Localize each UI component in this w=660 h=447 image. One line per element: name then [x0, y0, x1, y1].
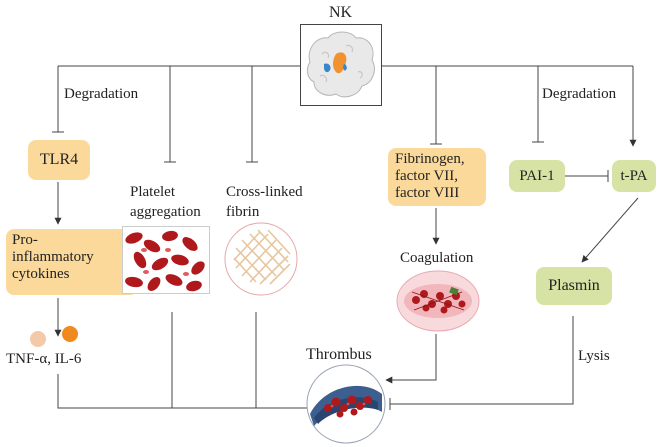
platelet-aggregation-icon [122, 226, 210, 294]
tlr4-label: TLR4 [39, 151, 79, 168]
cytokines-node: Pro- inflammatory cytokines [6, 229, 138, 295]
tlr4-node: TLR4 [28, 140, 90, 180]
factors-node: Fibrinogen, factor VII, factor VIII [388, 148, 486, 206]
tnf-il6-label: TNF-α, IL-6 [6, 351, 82, 367]
fibrin-label-line-2: fibrin [226, 204, 260, 220]
left-degradation-label: Degradation [64, 86, 139, 102]
factors-line-1: Fibrinogen, [395, 151, 465, 167]
lysis-label: Lysis [578, 348, 610, 364]
platelet-label-line-2: aggregation [130, 204, 201, 220]
cytokines-line-1: Pro- [12, 232, 38, 248]
platelet-label-line-1: Platelet [130, 184, 175, 200]
fibrin-mesh-icon [224, 222, 298, 296]
pai1-label: PAI-1 [519, 168, 555, 184]
cytokines-line-2: inflammatory [12, 249, 94, 265]
plasmin-lysis-line [390, 316, 574, 405]
factors-line-2: factor VII, [395, 168, 459, 184]
plasmin-label: Plasmin [548, 277, 600, 294]
coagulation-icon [396, 270, 480, 332]
fibrin-label-line-1: Cross-linked [226, 184, 303, 200]
tnf-to-thrombus-line [57, 374, 308, 409]
fibrin-label: Cross-linked fibrin [226, 182, 303, 222]
tnf-il6-dots-icon [30, 326, 78, 347]
coagulation-label: Coagulation [400, 250, 474, 266]
thrombus-label: Thrombus [306, 346, 372, 363]
platelet-label: Platelet aggregation [130, 182, 201, 222]
tpa-label: t-PA [620, 168, 648, 184]
tpa-node: t-PA [612, 160, 656, 192]
thrombus-icon [306, 364, 386, 444]
nk-label: NK [329, 4, 353, 21]
cytokines-line-3: cytokines [12, 266, 70, 282]
coagulation-to-thrombus-arrow [385, 334, 437, 384]
pai1-node: PAI-1 [509, 160, 565, 192]
plasmin-node: Plasmin [536, 267, 612, 305]
tpa-to-plasmin-arrow [581, 197, 639, 263]
factors-line-3: factor VIII [395, 185, 460, 201]
right-degradation-label: Degradation [542, 86, 617, 102]
nk-protein-icon [300, 24, 382, 106]
